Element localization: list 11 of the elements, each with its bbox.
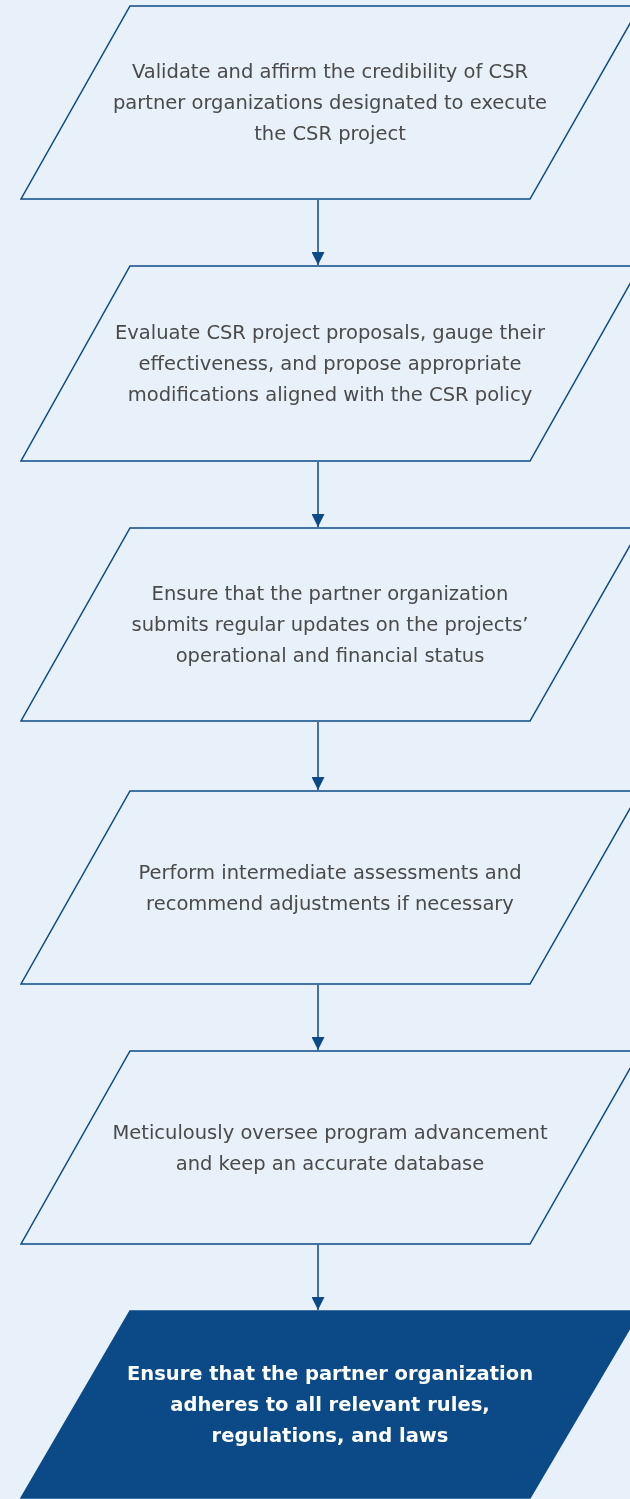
step-text: Evaluate CSR project proposals, gauge their effectiveness, and propose appropriate modifications aligned with the CSR policy: [114, 319, 546, 409]
arrow: [311, 461, 325, 528]
arrow: [311, 721, 325, 791]
step-text: Ensure that the partner organization adheres to all relevant rules, regulations, and laws: [125, 1360, 535, 1450]
step-text: Perform intermediate assessments and recommend adjustments if necessary: [137, 859, 523, 917]
step-text: Validate and affirm the credibility of CSR partner organizations designated to execute the CSR project: [111, 58, 549, 148]
step-text: Ensure that the partner organization submits regular updates on the projects’ operational and financial status: [130, 580, 530, 670]
arrow: [311, 984, 325, 1051]
arrow: [311, 199, 325, 266]
arrow: [311, 1244, 325, 1311]
step-text: Meticulously oversee program advancement and keep an accurate database: [111, 1119, 549, 1177]
